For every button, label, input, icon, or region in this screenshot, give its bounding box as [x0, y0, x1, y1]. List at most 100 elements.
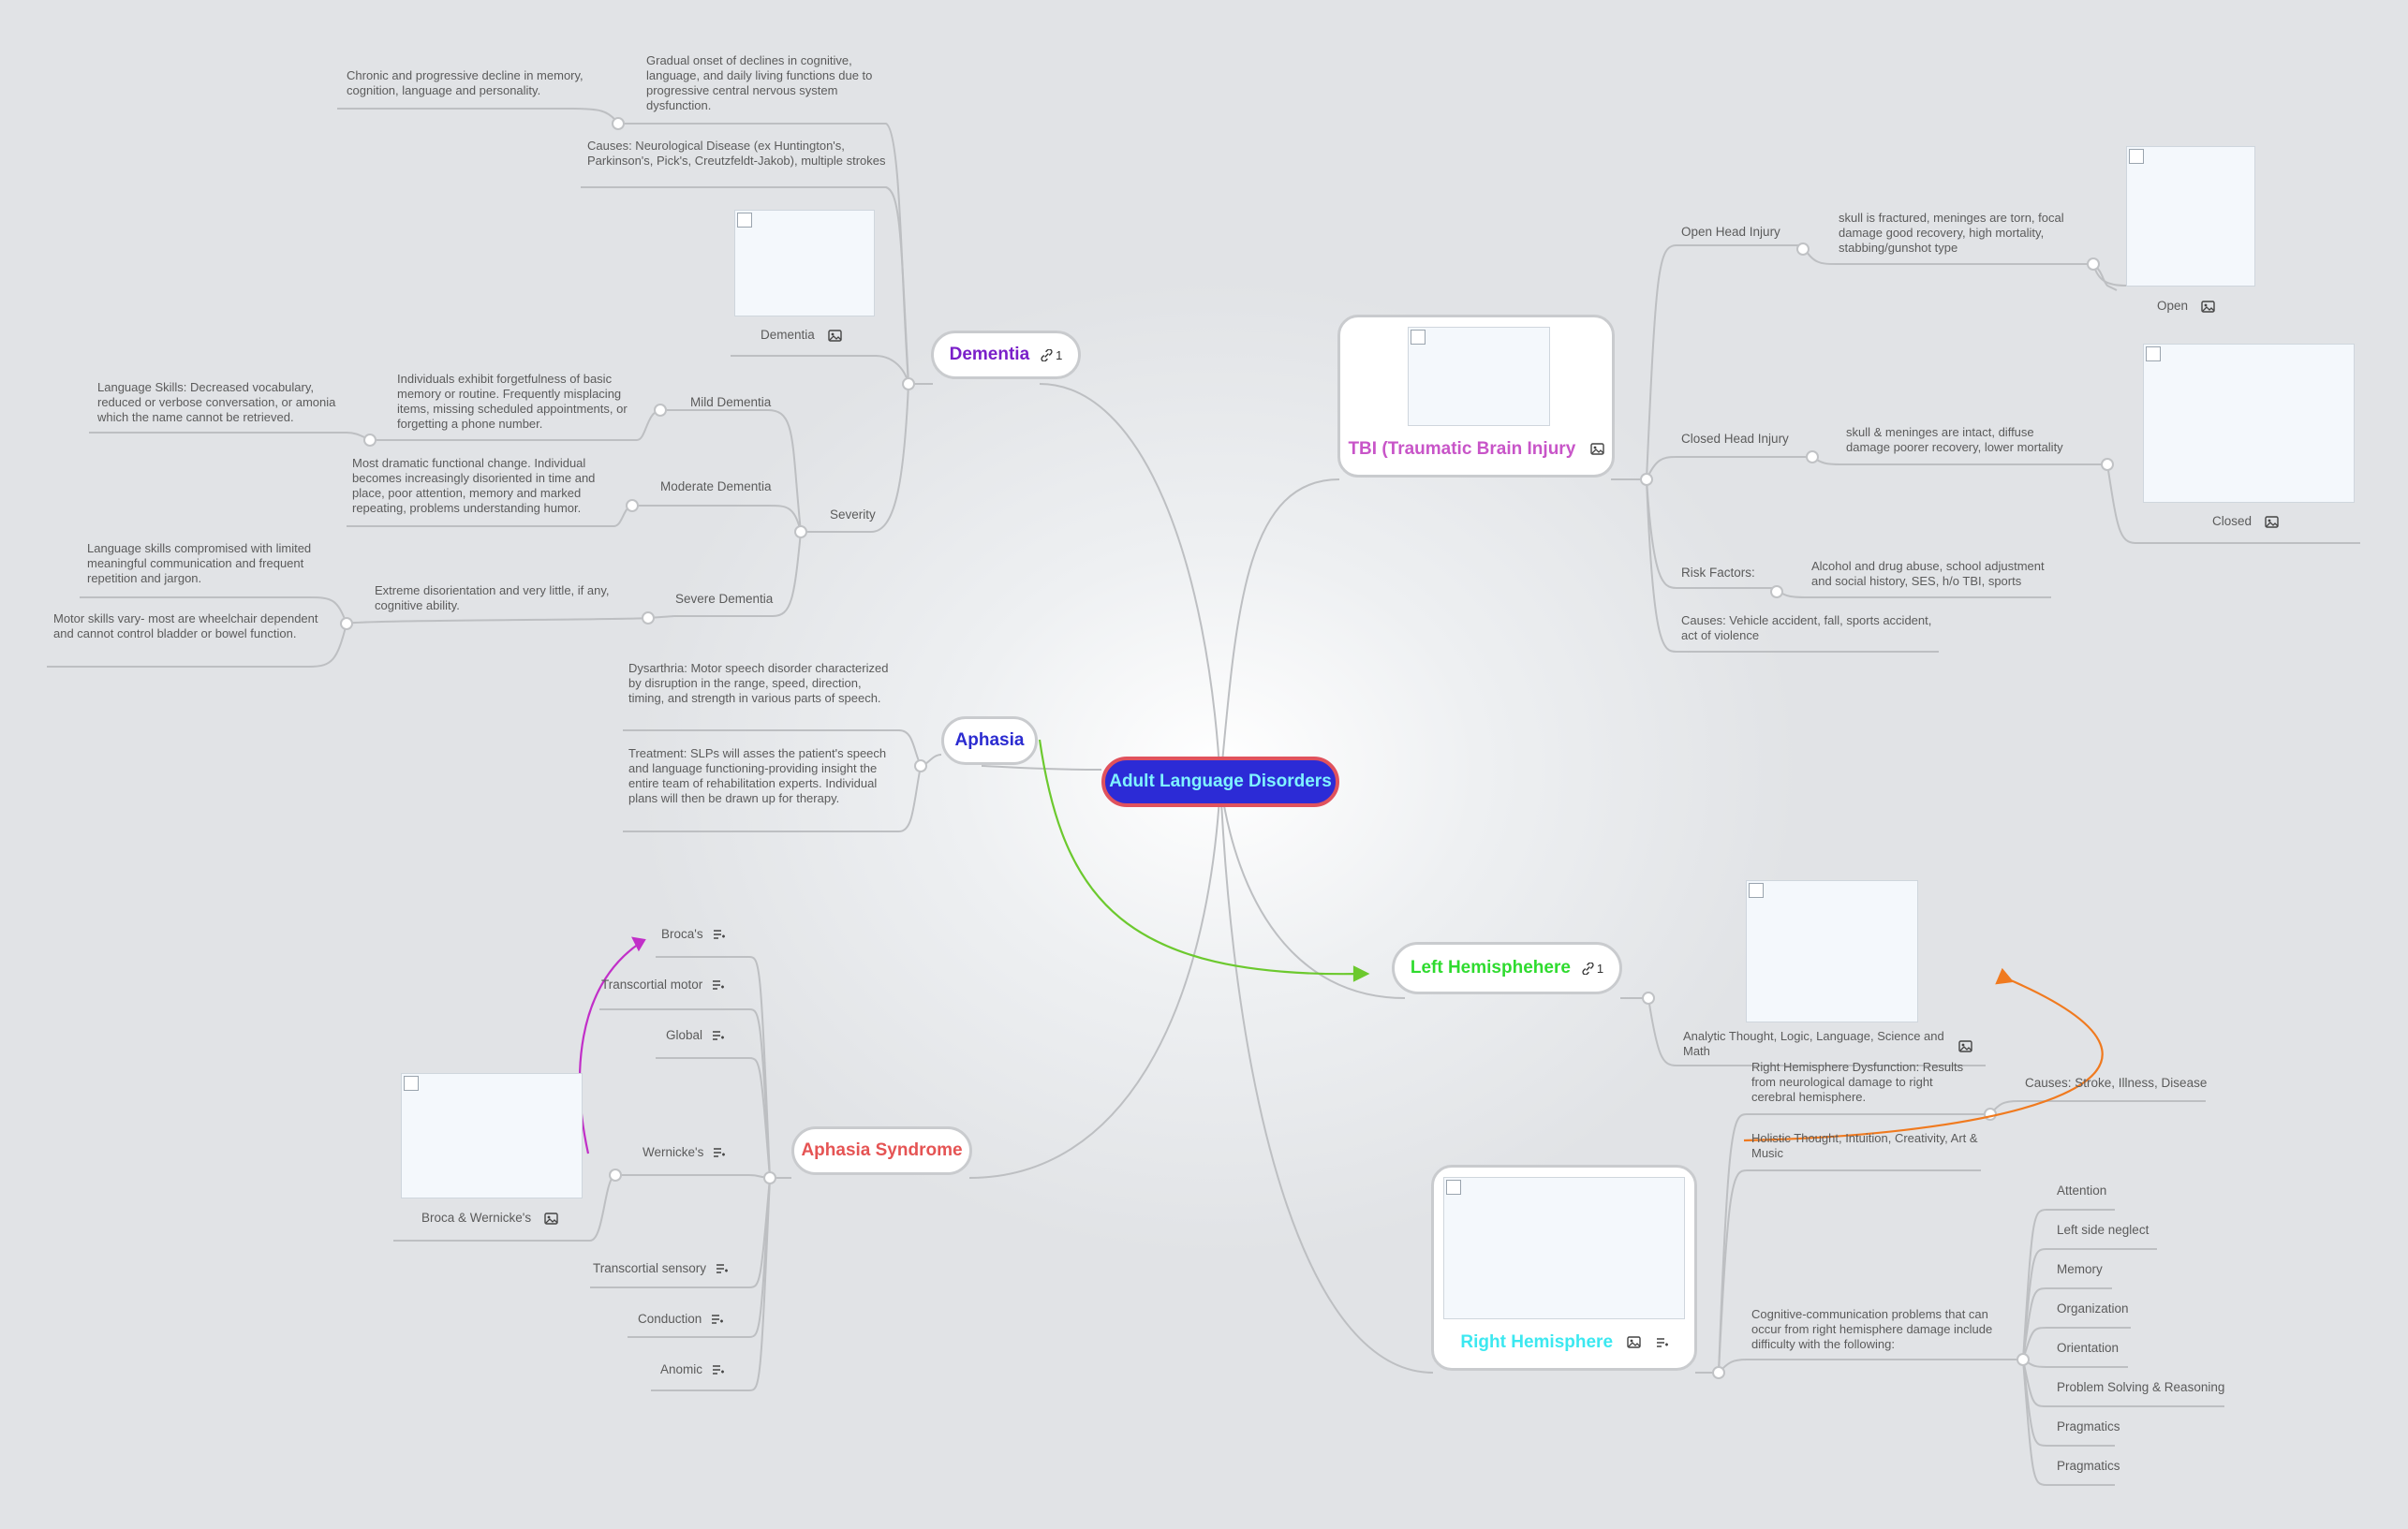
mild-dementia-desc[interactable]: Individuals exhibit forgetfulness of bas…: [397, 372, 628, 431]
image-icon: [1627, 1336, 1641, 1349]
topic-aphasia-syndrome[interactable]: Aphasia Syndrome: [791, 1126, 972, 1175]
right-item-problem-solving[interactable]: Problem Solving & Reasoning: [2057, 1380, 2225, 1394]
right-item-pragmatics-2[interactable]: Pragmatics: [2057, 1459, 2120, 1473]
dementia-definition[interactable]: Gradual onset of declines in cognitive, …: [646, 53, 873, 112]
severe-dementia-label[interactable]: Severe Dementia: [675, 592, 774, 606]
topic-aphasia-syndrome-label: Aphasia Syndrome: [801, 1140, 963, 1160]
dysarthria-text[interactable]: Dysarthria: Motor speech disorder charac…: [628, 661, 889, 705]
left-hemisphere-image[interactable]: [1746, 880, 1918, 1022]
mild-dementia-label[interactable]: Mild Dementia: [690, 395, 772, 409]
broken-image-icon: [1749, 883, 1764, 898]
broken-image-icon: [404, 1076, 419, 1091]
right-item-orientation[interactable]: Orientation: [2057, 1341, 2120, 1355]
syndrome-item-label: Transcortial motor: [601, 978, 703, 992]
syndrome-item-anomic[interactable]: Anomic: [660, 1362, 725, 1377]
closed-head-injury-desc[interactable]: skull & meninges are intact, diffuse dam…: [1846, 425, 2063, 454]
broken-image-icon: [1446, 1180, 1461, 1195]
closed-injury-image[interactable]: [2143, 344, 2355, 503]
link-count: 1: [1596, 961, 1604, 976]
severity-label[interactable]: Severity: [830, 507, 876, 522]
topic-dementia[interactable]: Dementia 1: [931, 331, 1081, 379]
right-causes-label[interactable]: Causes: Stroke, Illness, Disease: [2025, 1076, 2208, 1090]
holistic-thought-text[interactable]: Holistic Thought, Intuition, Creativity,…: [1751, 1131, 1978, 1160]
open-injury-caption[interactable]: Open: [2157, 299, 2215, 314]
dementia-chronic[interactable]: Chronic and progressive decline in memor…: [347, 68, 584, 97]
syndrome-item-brocas[interactable]: Broca's: [661, 927, 725, 942]
moderate-dementia-desc[interactable]: Most dramatic functional change. Individ…: [352, 456, 596, 515]
notes-icon: [713, 1365, 725, 1375]
branch-line-tbi: [1219, 478, 1340, 784]
topic-aphasia[interactable]: Aphasia: [941, 716, 1038, 765]
image-icon: [1589, 443, 1604, 456]
open-injury-caption-text: Open: [2157, 299, 2189, 313]
arrow-aphasia-to-left: [1038, 739, 1364, 976]
tbi-image: [1408, 327, 1550, 426]
syndrome-item-transcortial-sensory[interactable]: Transcortial sensory: [593, 1261, 729, 1276]
broken-image-icon: [1411, 330, 1426, 345]
syndrome-item-conduction[interactable]: Conduction: [638, 1312, 724, 1327]
right-item-left-side-neglect[interactable]: Left side neglect: [2057, 1223, 2149, 1237]
link-count: 1: [1056, 347, 1063, 362]
severe-dementia-language[interactable]: Language skills compromised with limited…: [87, 541, 312, 585]
image-icon: [2265, 516, 2279, 528]
severe-dementia-motor[interactable]: Motor skills vary- most are wheelchair d…: [53, 611, 318, 640]
link-badge[interactable]: 1: [1041, 348, 1062, 362]
notes-icon: [716, 1264, 729, 1274]
closed-injury-caption[interactable]: Closed: [2212, 514, 2279, 529]
right-item-attention[interactable]: Attention: [2057, 1184, 2107, 1198]
mild-dementia-language[interactable]: Language Skills: Decreased vocabulary, r…: [97, 380, 336, 424]
image-icon: [1957, 1040, 1972, 1052]
syndrome-item-wernickes[interactable]: Wernicke's: [643, 1145, 726, 1160]
open-head-injury-label[interactable]: Open Head Injury: [1681, 225, 1780, 239]
topic-tbi[interactable]: TBI (Traumatic Brain Injury: [1337, 315, 1615, 478]
closed-head-injury-label[interactable]: Closed Head Injury: [1681, 432, 1789, 446]
syndrome-item-transcortial-motor[interactable]: Transcortial motor: [601, 978, 725, 992]
risk-factors-label[interactable]: Risk Factors:: [1681, 566, 1755, 580]
broken-image-icon: [2146, 346, 2161, 361]
image-icon: [544, 1213, 558, 1225]
topic-left-hemisphere[interactable]: Left Hemisphehere 1: [1392, 942, 1622, 994]
broca-wernicke-caption[interactable]: Broca & Wernicke's: [421, 1211, 558, 1226]
topic-right-hemisphere-label: Right Hemisphere: [1460, 1332, 1614, 1352]
branch-line-aphasia: [981, 765, 1102, 771]
dementia-image[interactable]: [734, 210, 875, 316]
topic-aphasia-label: Aphasia: [954, 730, 1025, 750]
syndrome-item-global[interactable]: Global: [666, 1028, 725, 1043]
open-head-injury-desc[interactable]: skull is fractured, meninges are torn, f…: [1839, 211, 2064, 255]
right-item-memory[interactable]: Memory: [2057, 1262, 2103, 1276]
syndrome-item-label: Global: [666, 1028, 703, 1042]
closed-injury-caption-text: Closed: [2212, 514, 2253, 528]
dementia-image-caption[interactable]: Dementia: [761, 328, 842, 343]
broca-wernicke-caption-text: Broca & Wernicke's: [421, 1211, 532, 1225]
tbi-causes[interactable]: Causes: Vehicle accident, fall, sports a…: [1681, 613, 1932, 642]
syndrome-item-label: Conduction: [638, 1312, 702, 1326]
notes-icon: [712, 1315, 724, 1325]
analytic-thought-text[interactable]: Analytic Thought, Logic, Language, Scien…: [1683, 1029, 1983, 1059]
topic-tbi-label: TBI (Traumatic Brain Injury: [1348, 439, 1576, 459]
link-badge[interactable]: 1: [1582, 962, 1603, 976]
cognitive-problems-text[interactable]: Cognitive-communication problems that ca…: [1751, 1307, 1993, 1351]
syndrome-item-label: Transcortial sensory: [593, 1261, 707, 1275]
right-dysfunction-text[interactable]: Right Hemisphere Dysfunction: Results fr…: [1751, 1060, 1964, 1104]
notes-icon: [714, 1148, 726, 1158]
risk-factors-desc[interactable]: Alcohol and drug abuse, school adjustmen…: [1811, 559, 2045, 588]
image-icon: [827, 330, 842, 342]
arrow-right-to-left: [1743, 976, 2104, 1142]
dementia-causes[interactable]: Causes: Neurological Disease (ex Hunting…: [587, 139, 886, 168]
moderate-dementia-label[interactable]: Moderate Dementia: [660, 479, 772, 493]
topic-right-hemisphere[interactable]: Right Hemisphere: [1431, 1165, 1697, 1371]
open-injury-image[interactable]: [2126, 146, 2255, 287]
right-item-organization[interactable]: Organization: [2057, 1301, 2129, 1316]
broca-wernicke-image[interactable]: [401, 1073, 583, 1198]
central-topic[interactable]: Adult Language Disorders: [1101, 757, 1339, 807]
right-item-pragmatics[interactable]: Pragmatics: [2057, 1419, 2120, 1433]
branch-line-dementia: [1039, 383, 1221, 784]
notes-icon: [713, 980, 725, 991]
treatment-text[interactable]: Treatment: SLPs will asses the patient's…: [628, 746, 887, 805]
severe-dementia-desc[interactable]: Extreme disorientation and very little, …: [375, 583, 610, 612]
topic-dementia-label: Dementia: [949, 345, 1030, 364]
image-icon: [2201, 301, 2215, 313]
arrow-wernicke-to-broca: [578, 943, 640, 1154]
right-hemisphere-image: [1443, 1177, 1685, 1319]
